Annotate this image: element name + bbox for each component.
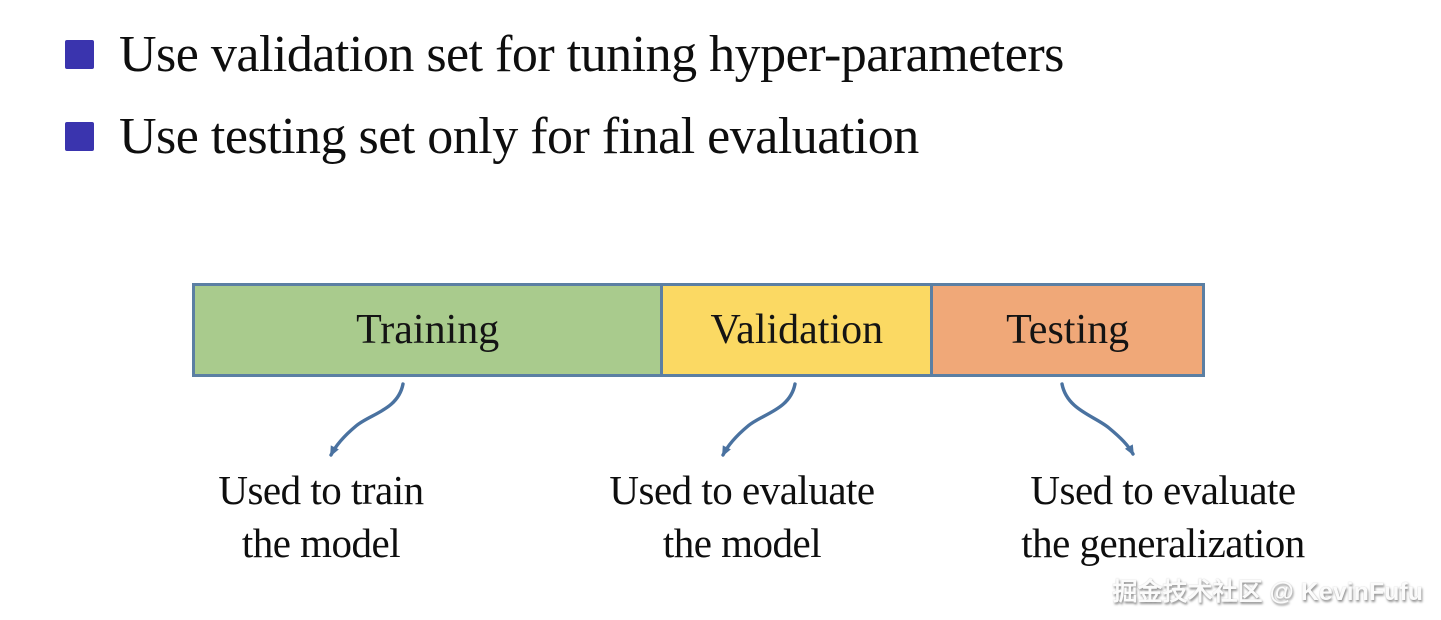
segment-training-label: Training [356,307,500,353]
arrow-curved-down-right-icon [1060,382,1135,456]
arrow-curved-down-left-icon [329,382,405,457]
bullet-text: Use testing set only for final evaluatio… [119,108,919,165]
annotation-testing: Used to evaluate the generalization [983,464,1343,571]
bullet-text: Use validation set for tuning hyper-para… [119,26,1064,83]
bullet-square-icon [65,122,94,151]
annotation-validation: Used to evaluate the model [562,464,922,571]
annotation-line: Used to evaluate [609,467,875,513]
segment-validation: Validation [660,286,931,374]
bullet-item-validation: Use validation set for tuning hyper-para… [65,26,1064,83]
watermark: 掘金技术社区 @ KevinFufu [1112,578,1424,606]
annotation-line: the model [241,520,401,567]
dataset-split-bar: Training Validation Testing [192,283,1205,377]
annotation-line: the generalization [1021,520,1305,567]
annotation-training: Used to train the model [141,464,501,571]
segment-testing-label: Testing [1006,307,1130,353]
segment-training: Training [195,286,661,374]
annotation-line: Used to evaluate [1030,467,1296,513]
annotation-line: Used to train [218,467,424,513]
segment-validation-label: Validation [710,307,884,353]
arrow-curved-down-left-icon [721,382,797,457]
bullet-item-testing: Use testing set only for final evaluatio… [65,108,919,165]
segment-testing: Testing [930,286,1202,374]
annotation-line: the model [662,520,822,567]
bullet-square-icon [65,40,94,69]
